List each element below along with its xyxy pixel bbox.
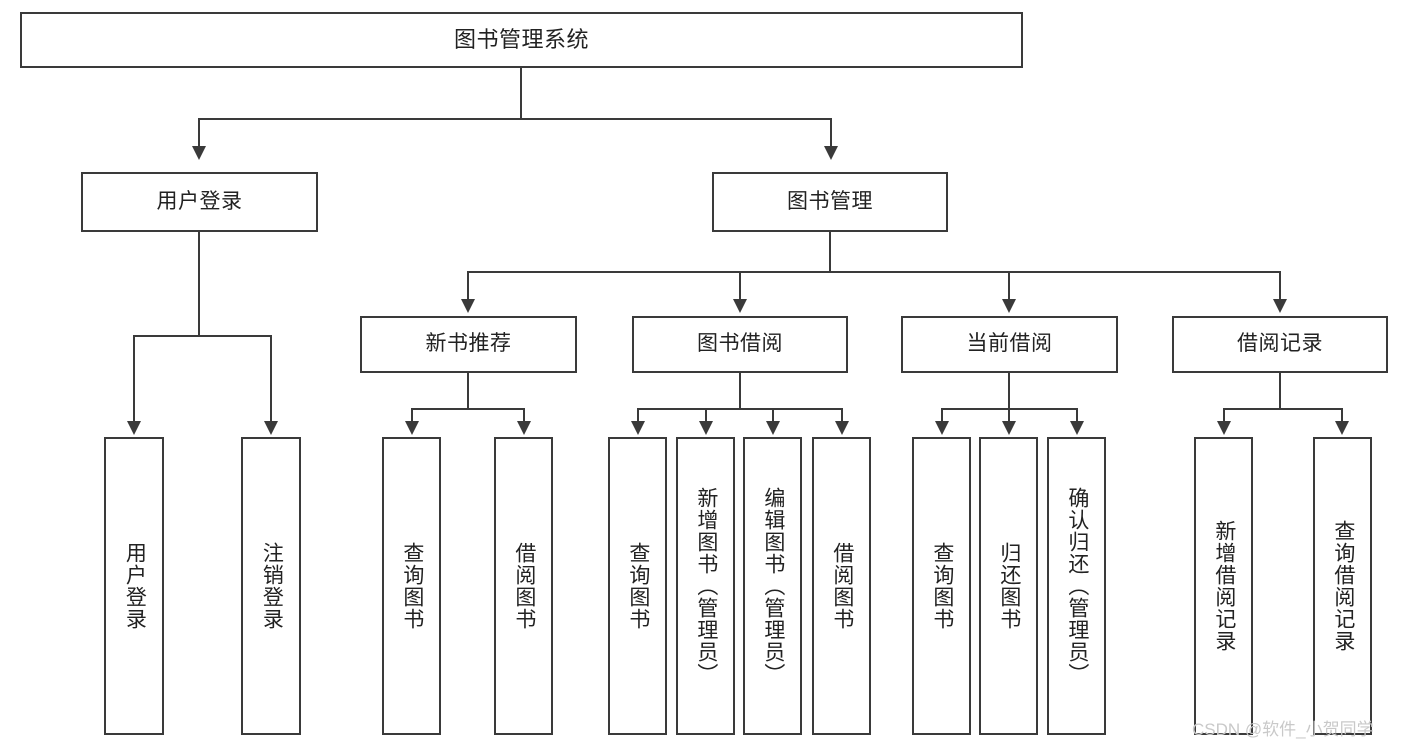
leaf-borrow-record-2[interactable]: 查询借阅记录 [1313,437,1372,735]
connector-book-manage-drop-2 [739,271,741,301]
leaf-current-borrow-3-label: 确认归还（管理员） [1065,487,1089,685]
connector-book-borrow-drop-4 [841,408,843,423]
arrow-book-borrow-leaf-3 [766,421,780,435]
leaf-book-borrow-4[interactable]: 借阅图书 [812,437,871,735]
connector-book-borrow-drop-1 [637,408,639,423]
node-book-borrow[interactable]: 图书借阅 [632,316,848,373]
leaf-book-borrow-4-label: 借阅图书 [830,542,854,630]
arrow-user-login-leaf-2 [264,421,278,435]
connector-book-manage-stem [829,232,831,273]
leaf-user-login-1[interactable]: 用户登录 [104,437,164,735]
node-borrow-record-label: 借阅记录 [1237,332,1323,356]
node-book-borrow-label: 图书借阅 [697,332,783,356]
arrow-user-login-leaf-1 [127,421,141,435]
connector-user-login-stem [198,232,200,336]
leaf-book-borrow-2-label: 新增图书（管理员） [694,487,718,685]
node-new-book-recommend[interactable]: 新书推荐 [360,316,577,373]
arrow-current-borrow-leaf-3 [1070,421,1084,435]
node-current-borrow[interactable]: 当前借阅 [901,316,1118,373]
node-book-manage[interactable]: 图书管理 [712,172,948,232]
connector-borrow-record-bus [1223,408,1342,410]
leaf-book-borrow-3[interactable]: 编辑图书（管理员） [743,437,802,735]
leaf-current-borrow-1[interactable]: 查询图书 [912,437,971,735]
connector-user-login-bus [134,335,272,337]
connector-new-book-drop-1 [411,408,413,423]
connector-user-login-drop-1 [133,335,135,423]
connector-book-borrow-stem [739,373,741,410]
leaf-new-book-1-label: 查询图书 [400,542,424,630]
arrow-new-book-leaf-1 [405,421,419,435]
leaf-book-borrow-1-label: 查询图书 [626,542,650,630]
leaf-borrow-record-1-label: 新增借阅记录 [1212,520,1236,652]
connector-book-borrow-bus [637,408,843,410]
arrow-book-manage-to-new-book [461,299,475,313]
leaf-user-login-2-label: 注销登录 [260,542,284,630]
connector-root-to-book-manage [830,118,832,148]
leaf-new-book-1[interactable]: 查询图书 [382,437,441,735]
connector-user-login-drop-2 [270,335,272,423]
connector-book-manage-drop-3 [1008,271,1010,301]
connector-root-bus [198,118,832,120]
leaf-current-borrow-2[interactable]: 归还图书 [979,437,1038,735]
arrow-new-book-leaf-2 [517,421,531,435]
node-user-login-label: 用户登录 [156,189,243,213]
arrow-book-manage-to-borrow-record [1273,299,1287,313]
connector-book-borrow-drop-3 [772,408,774,423]
arrow-current-borrow-leaf-2 [1002,421,1016,435]
leaf-current-borrow-1-label: 查询图书 [930,542,954,630]
leaf-book-borrow-1[interactable]: 查询图书 [608,437,667,735]
connector-book-manage-bus [467,271,1280,273]
node-user-login[interactable]: 用户登录 [81,172,318,232]
arrow-borrow-record-leaf-2 [1335,421,1349,435]
leaf-user-login-1-label: 用户登录 [123,542,147,630]
connector-new-book-stem [467,373,469,410]
connector-borrow-record-drop-2 [1341,408,1343,423]
arrow-current-borrow-leaf-1 [935,421,949,435]
connector-borrow-record-drop-1 [1223,408,1225,423]
node-root[interactable]: 图书管理系统 [20,12,1023,68]
connector-current-borrow-stem [1008,373,1010,410]
node-book-manage-label: 图书管理 [787,189,873,213]
arrow-book-borrow-leaf-4 [835,421,849,435]
connector-new-book-drop-2 [523,408,525,423]
arrow-root-to-user-login [192,146,206,160]
connector-current-borrow-drop-2 [1008,408,1010,423]
connector-new-book-bus [411,408,525,410]
node-current-borrow-label: 当前借阅 [966,332,1053,356]
leaf-new-book-2[interactable]: 借阅图书 [494,437,553,735]
connector-book-borrow-drop-2 [705,408,707,423]
leaf-new-book-2-label: 借阅图书 [512,542,536,630]
node-new-book-recommend-label: 新书推荐 [425,332,512,356]
leaf-book-borrow-2[interactable]: 新增图书（管理员） [676,437,735,735]
leaf-current-borrow-2-label: 归还图书 [997,542,1021,630]
connector-book-manage-drop-4 [1279,271,1281,301]
arrow-book-manage-to-current-borrow [1002,299,1016,313]
connector-borrow-record-stem [1279,373,1281,410]
node-borrow-record[interactable]: 借阅记录 [1172,316,1388,373]
arrow-book-borrow-leaf-1 [631,421,645,435]
connector-root-to-user-login [198,118,200,148]
connector-current-borrow-drop-3 [1076,408,1078,423]
arrow-book-manage-to-book-borrow [733,299,747,313]
leaf-current-borrow-3[interactable]: 确认归还（管理员） [1047,437,1106,735]
connector-root-stem [520,68,522,119]
leaf-book-borrow-3-label: 编辑图书（管理员） [761,487,785,685]
connector-current-borrow-drop-1 [941,408,943,423]
arrow-root-to-book-manage [824,146,838,160]
leaf-borrow-record-2-label: 查询借阅记录 [1331,520,1355,652]
node-root-label: 图书管理系统 [453,27,589,53]
leaf-borrow-record-1[interactable]: 新增借阅记录 [1194,437,1253,735]
leaf-user-login-2[interactable]: 注销登录 [241,437,301,735]
connector-book-manage-drop-1 [467,271,469,301]
arrow-book-borrow-leaf-2 [699,421,713,435]
arrow-borrow-record-leaf-1 [1217,421,1231,435]
